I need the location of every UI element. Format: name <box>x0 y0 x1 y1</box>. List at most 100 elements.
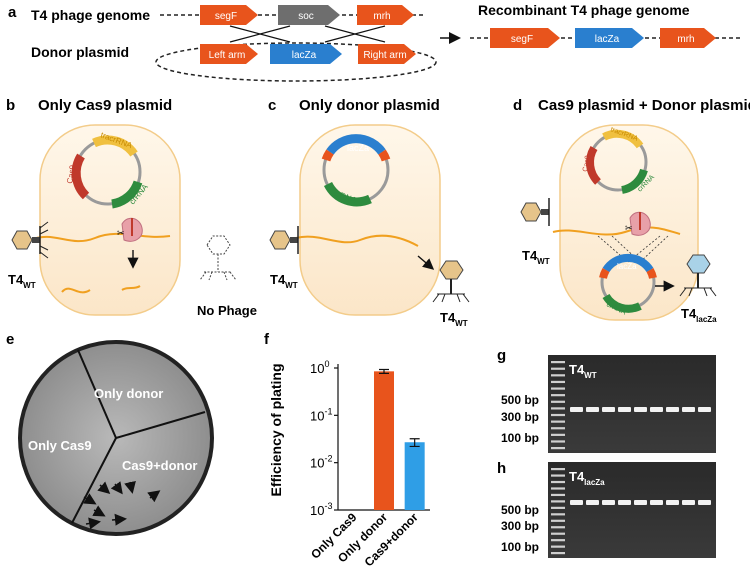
sample-band <box>682 500 695 505</box>
ladder-band <box>551 468 565 471</box>
sample-band <box>666 407 679 412</box>
ladder-band <box>551 394 565 397</box>
phage-tail-icon <box>541 209 549 215</box>
sample-band <box>618 500 631 505</box>
lacza-label: lacZa <box>347 143 369 153</box>
panel-f: f Efficiency of plating 10010-110-210-3O… <box>264 331 430 567</box>
cas9-gene <box>586 145 602 185</box>
marker-300-label: 300 bp <box>501 519 539 533</box>
sample-band <box>570 500 583 505</box>
phage-tail-icon <box>32 237 40 243</box>
phage-head-icon <box>269 230 291 250</box>
phage-tail-icon <box>290 237 298 243</box>
t4-wt-out-label: T4WT <box>440 310 468 328</box>
sample-band <box>586 407 599 412</box>
dna-fragment <box>121 285 141 291</box>
panel-d-title: Cas9 plasmid + Donor plasmid <box>538 97 750 114</box>
soc-gene-label: soc <box>298 11 314 22</box>
panel-b: b Only Cas9 plasmid Cas9 tracrRNA crRNA … <box>6 97 257 318</box>
left-arm-insert <box>599 267 610 279</box>
ladder-band <box>551 407 565 410</box>
sample-band <box>586 500 599 505</box>
y-tick-label: 10-2 <box>310 454 332 471</box>
ladder-band <box>551 440 565 443</box>
panel-a-letter: a <box>8 4 17 21</box>
lacza-insert <box>602 253 654 273</box>
sample-band <box>602 407 615 412</box>
panel-c: c Only donor plasmid lacZa crRNA T4WT T4… <box>268 97 470 328</box>
sector-divider <box>71 437 117 524</box>
ladder-band <box>551 532 565 535</box>
cas9-label: Cas9 <box>65 164 77 184</box>
crossover-line <box>229 25 291 43</box>
ladder-band <box>551 433 565 436</box>
right-arm-insert <box>646 267 657 279</box>
ladder-band <box>551 413 565 417</box>
ghost-phage-head-icon <box>206 235 231 255</box>
ladder-band <box>551 380 565 384</box>
progeny-phage-head-icon <box>439 260 464 280</box>
segf-gene <box>200 5 258 25</box>
ladder-band <box>551 387 565 390</box>
gel-h-lane-label: T4lacZa <box>569 469 605 487</box>
cas9-label: Cas9 <box>582 155 592 172</box>
donor-plasmid-outline <box>155 42 437 82</box>
sector-divider <box>77 349 117 439</box>
ladder-band <box>551 513 565 516</box>
y-tick-label: 10-1 <box>310 406 332 423</box>
tracrrna-gene <box>92 135 138 157</box>
error-bar <box>379 368 389 374</box>
tracrrna-gene <box>602 129 644 149</box>
release-arrow <box>417 255 435 270</box>
ladder-band <box>551 361 565 364</box>
sample-band <box>634 407 647 412</box>
y-tick-label: 10-3 <box>310 501 332 518</box>
panel-c-letter: c <box>268 97 276 114</box>
gel-image <box>548 355 716 453</box>
sector-divider <box>115 411 206 439</box>
ladder-band <box>551 519 565 522</box>
gel-image <box>548 462 716 558</box>
gel-g-bands <box>551 361 711 450</box>
ladder-band <box>551 526 565 529</box>
sample-band <box>570 407 583 412</box>
dna-fragment <box>61 287 91 294</box>
phage-dna <box>29 232 171 243</box>
recombinant-phage-fibers-icon <box>679 287 717 297</box>
phage-head-icon <box>11 230 33 250</box>
ladder-band <box>551 480 565 484</box>
ladder-band <box>551 552 565 555</box>
progeny-phage-fibers-icon <box>432 293 470 303</box>
lacza-label: lacZa <box>617 262 637 271</box>
sample-band <box>650 500 663 505</box>
left-arm-gene <box>200 44 258 64</box>
recomb-segf-gene <box>490 28 560 48</box>
marker-500-label: 500 bp <box>501 393 539 407</box>
phage-fibers-icon <box>39 221 49 259</box>
bacterial-cell <box>39 124 181 316</box>
recomb-segf-label: segF <box>511 34 533 45</box>
scissors-icon: ✂ <box>117 228 125 238</box>
ladder-band <box>551 367 565 370</box>
cas9-gene <box>71 153 90 200</box>
crrna-gene <box>602 293 642 313</box>
sample-band <box>634 500 647 505</box>
phage-dna <box>295 234 419 247</box>
panel-f-letter: f <box>264 331 270 348</box>
mrh-gene <box>357 5 414 25</box>
recombinant-label: Recombinant T4 phage genome <box>478 2 690 18</box>
ladder-band <box>551 374 565 377</box>
gel-h-bands <box>551 468 711 555</box>
panel-g: g T4WT 500 bp 300 bp 100 bp <box>497 347 716 453</box>
sector-only-donor-label: Only donor <box>94 386 163 401</box>
donor-plasmid-label: Donor plasmid <box>31 44 129 60</box>
left-arm-insert <box>321 149 334 162</box>
sample-band <box>602 500 615 505</box>
panel-h-letter: h <box>497 460 506 477</box>
sample-band <box>698 407 711 412</box>
left-arm-label: Left arm <box>209 50 246 61</box>
recombination-lines <box>597 235 669 263</box>
panel-b-title: Only Cas9 plasmid <box>38 97 172 114</box>
t4-genome-label: T4 phage genome <box>31 7 150 23</box>
sample-band <box>698 500 711 505</box>
